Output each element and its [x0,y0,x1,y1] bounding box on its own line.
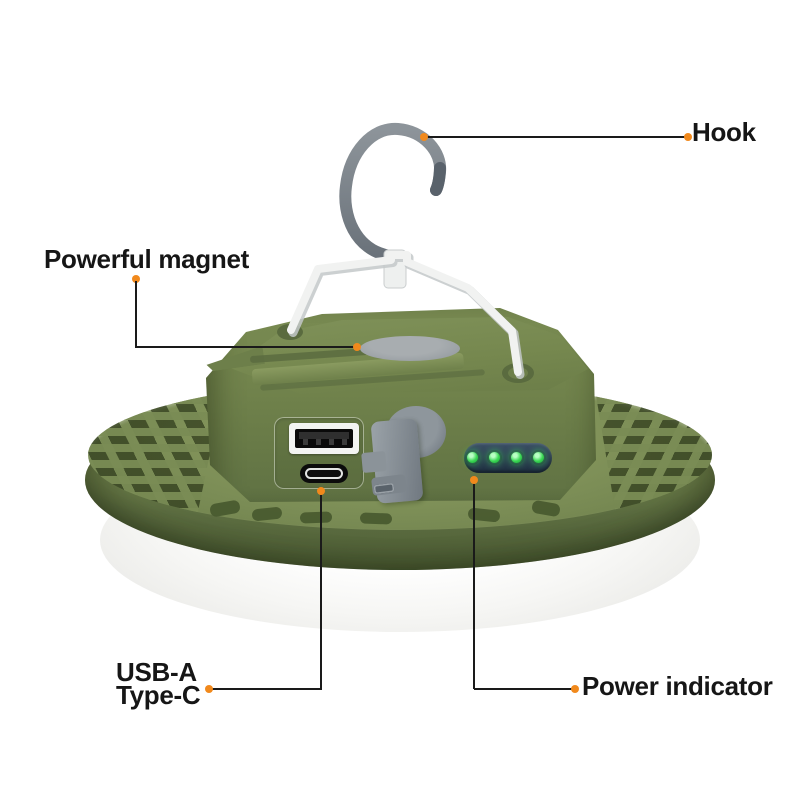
callout-dot-power-end [571,685,579,693]
usb-a-pin [342,439,347,445]
leader-line-hook [424,136,688,138]
leader-line-usb-vertical [320,495,322,689]
hook-tip [430,162,446,196]
led-indicator [533,452,544,463]
magnet-label: Powerful magnet [44,244,249,274]
type-c-label: Type-C [116,680,201,710]
leader-line-power-vertical [473,484,475,689]
usb-a-tongue [299,432,349,439]
power-indicator-label: Power indicator [582,671,773,701]
hook-label: Hook [692,117,756,147]
led-indicator [489,452,500,463]
vent-notch [299,511,333,524]
usb-a-pin [316,439,321,445]
callout-dot-power-start [470,476,478,484]
callout-dot-magnet-end [353,343,361,351]
usb-a-pin [303,439,308,445]
usb-a-label: USB-A [116,657,197,687]
usb-ports-label: USB-A Type-C [116,657,201,710]
leader-line-usb-horizontal [212,688,322,690]
hanging-hook-icon [339,122,447,262]
callout-dot-magnet-start [132,275,140,283]
callout-dot-usb-start [317,487,325,495]
callout-dot-usb-end [205,685,213,693]
callout-dot-hook-start [420,133,428,141]
magnet-disc [360,336,460,361]
led-indicator [467,452,478,463]
usb-a-pin [329,439,334,445]
callout-dot-hook-end [684,133,692,141]
usb-c-port-ring [305,468,343,479]
leader-line-magnet-vertical [135,281,137,347]
leader-line-magnet-horizontal [135,346,357,348]
rubber-plug-tab [361,450,387,474]
handle-hinge-stub [383,249,407,289]
vent-notch [359,512,393,525]
led-indicator [511,452,522,463]
leader-line-power-horizontal [474,688,574,690]
